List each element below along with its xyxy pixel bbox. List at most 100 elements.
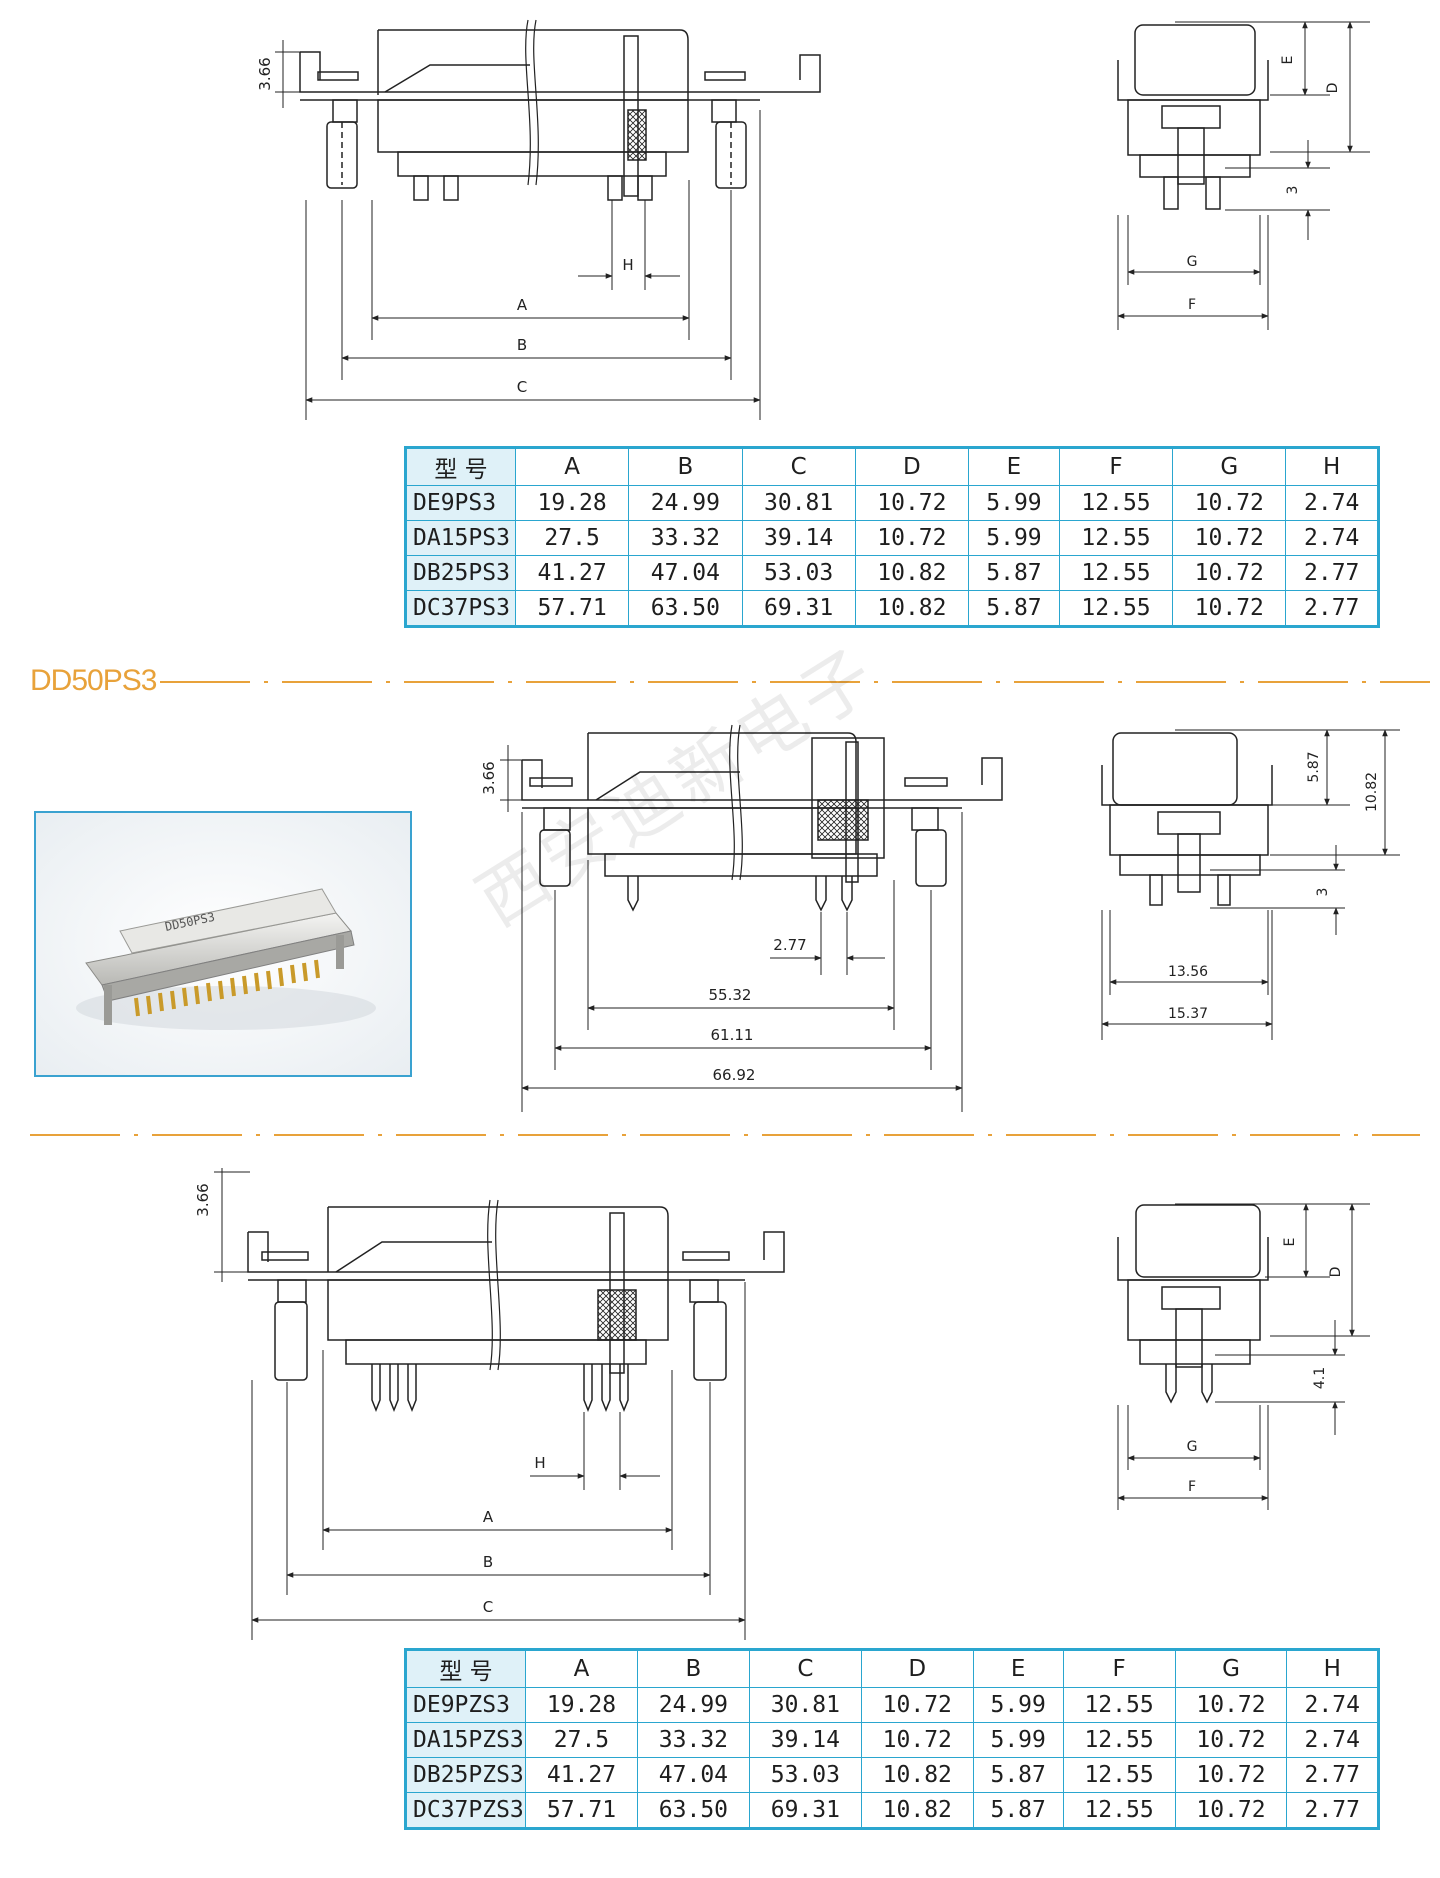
bottom-front-dims: [214, 1168, 746, 1640]
cell-a: 19.28: [525, 1687, 638, 1723]
header-g: G: [1172, 447, 1287, 486]
cell-e: 5.87: [972, 1757, 1064, 1793]
dim-h-label: H: [622, 256, 633, 274]
top-side-dims: [1117, 21, 1370, 330]
header-h: H: [1285, 447, 1379, 486]
cell-model: DE9PS3: [405, 485, 516, 521]
middle-front-dims: [500, 745, 963, 1112]
dim-d-label: 10.82: [1364, 772, 1380, 812]
bottom-front-view: [247, 1199, 785, 1413]
cell-b: 24.99: [636, 1687, 750, 1723]
cell-d: 10.82: [854, 590, 970, 627]
table-row: DE9PZS3 19.28 24.99 30.81 10.72 5.99 12.…: [405, 1687, 1379, 1723]
connector-photo-illustration: DD50PS3: [36, 813, 410, 1075]
cell-h: 2.74: [1286, 1687, 1379, 1723]
cell-model: DC37PZS3: [405, 1792, 526, 1829]
cell-f: 12.55: [1062, 1792, 1176, 1829]
bottom-front-dim-text: 3.66 A B C H: [194, 1183, 546, 1616]
header-b: B: [636, 1649, 750, 1688]
dim-h-label: 2.77: [773, 936, 806, 954]
middle-side-dim-text: 5.87 10.82 3 13.56 15.37: [1168, 751, 1380, 1022]
dim-pin-label: 3: [1315, 888, 1331, 897]
middle-front-dim-text: 3.66 55.32 61.11 66.92 2.77: [480, 761, 807, 1084]
cell-b: 63.50: [636, 1792, 750, 1829]
dim-height-label: 3.66: [256, 57, 274, 90]
header-d: D: [854, 447, 970, 486]
dim-pin-label: 4.1: [1312, 1367, 1328, 1389]
cell-d: 10.82: [860, 1792, 974, 1829]
cell-g: 10.72: [1172, 520, 1287, 556]
top-front-dim-text: 3.66 A B C H: [256, 57, 634, 396]
cell-d: 10.82: [860, 1757, 974, 1793]
header-c: C: [741, 447, 856, 486]
table-header-row: 型 号 A B C D E F G H: [405, 447, 1379, 486]
top-side-view: [1117, 24, 1269, 210]
dim-b-label: B: [483, 1553, 493, 1571]
header-model: 型 号: [405, 447, 516, 486]
cell-a: 19.28: [514, 485, 630, 521]
cell-e: 5.87: [968, 590, 1060, 627]
header-f: F: [1062, 1649, 1176, 1688]
bottom-side-dim-text: E D 4.1 G F: [1187, 1238, 1344, 1495]
dim-g-label: 13.56: [1168, 964, 1208, 980]
header-b: B: [628, 447, 743, 486]
header-f: F: [1058, 447, 1174, 486]
cell-e: 5.99: [968, 485, 1060, 521]
cell-f: 12.55: [1058, 555, 1174, 591]
cell-model: DE9PZS3: [405, 1687, 526, 1723]
cell-f: 12.55: [1058, 590, 1174, 627]
cell-model: DA15PZS3: [405, 1722, 526, 1758]
cell-c: 53.03: [748, 1757, 862, 1793]
dim-e-label: E: [1280, 56, 1296, 65]
table-row: DC37PZS3 57.71 63.50 69.31 10.82 5.87 12…: [405, 1792, 1379, 1829]
dim-c-label: 66.92: [713, 1066, 756, 1084]
header-e: E: [972, 1649, 1064, 1688]
cell-a: 27.5: [525, 1722, 638, 1758]
cell-h: 2.77: [1286, 1792, 1379, 1829]
cell-e: 5.99: [968, 520, 1060, 556]
dim-d-label: D: [1325, 83, 1341, 94]
table-row: DE9PS3 19.28 24.99 30.81 10.72 5.99 12.5…: [405, 485, 1379, 521]
dim-e-label: 5.87: [1306, 751, 1322, 782]
bottom-side-view: [1117, 1204, 1269, 1404]
cell-d: 10.72: [854, 520, 970, 556]
cell-f: 12.55: [1062, 1757, 1176, 1793]
dim-f-label: F: [1188, 1479, 1196, 1495]
dim-g-label: G: [1187, 1439, 1198, 1455]
header-g: G: [1174, 1649, 1288, 1688]
cell-a: 57.71: [525, 1792, 638, 1829]
dim-height-label: 3.66: [194, 1183, 212, 1216]
top-front-dims: [275, 40, 761, 420]
cell-a: 27.5: [514, 520, 630, 556]
cell-g: 10.72: [1174, 1687, 1288, 1723]
table-header-row: 型 号 A B C D E F G H: [405, 1649, 1379, 1688]
cell-c: 39.14: [748, 1722, 862, 1758]
middle-side-dims: [1101, 729, 1400, 1040]
cell-c: 53.03: [741, 555, 856, 591]
header-a: A: [514, 447, 630, 486]
spec-table-pzs3: 型 号 A B C D E F G H DE9PZS3 19.28 24.99 …: [404, 1648, 1380, 1830]
cell-d: 10.72: [854, 485, 970, 521]
cell-b: 47.04: [636, 1757, 750, 1793]
dim-a-label: 55.32: [709, 986, 752, 1004]
middle-side-view: [1101, 732, 1273, 906]
dim-c-label: C: [483, 1598, 493, 1616]
cell-g: 10.72: [1174, 1757, 1288, 1793]
cell-d: 10.72: [860, 1687, 974, 1723]
cell-h: 2.77: [1286, 1757, 1379, 1793]
cell-g: 10.72: [1172, 590, 1287, 627]
dim-e-label: E: [1282, 1238, 1298, 1247]
cell-h: 2.77: [1285, 555, 1379, 591]
cell-e: 5.99: [972, 1687, 1064, 1723]
cell-model: DC37PS3: [405, 590, 516, 627]
dim-c-label: C: [517, 378, 527, 396]
connector-photo: DD50PS3: [34, 811, 412, 1077]
cell-h: 2.74: [1286, 1722, 1379, 1758]
table-row: DC37PS3 57.71 63.50 69.31 10.82 5.87 12.…: [405, 590, 1379, 627]
dim-g-label: G: [1187, 254, 1198, 270]
cell-b: 33.32: [636, 1722, 750, 1758]
cell-g: 10.72: [1174, 1792, 1288, 1829]
cell-g: 10.72: [1172, 485, 1287, 521]
cell-c: 69.31: [741, 590, 856, 627]
